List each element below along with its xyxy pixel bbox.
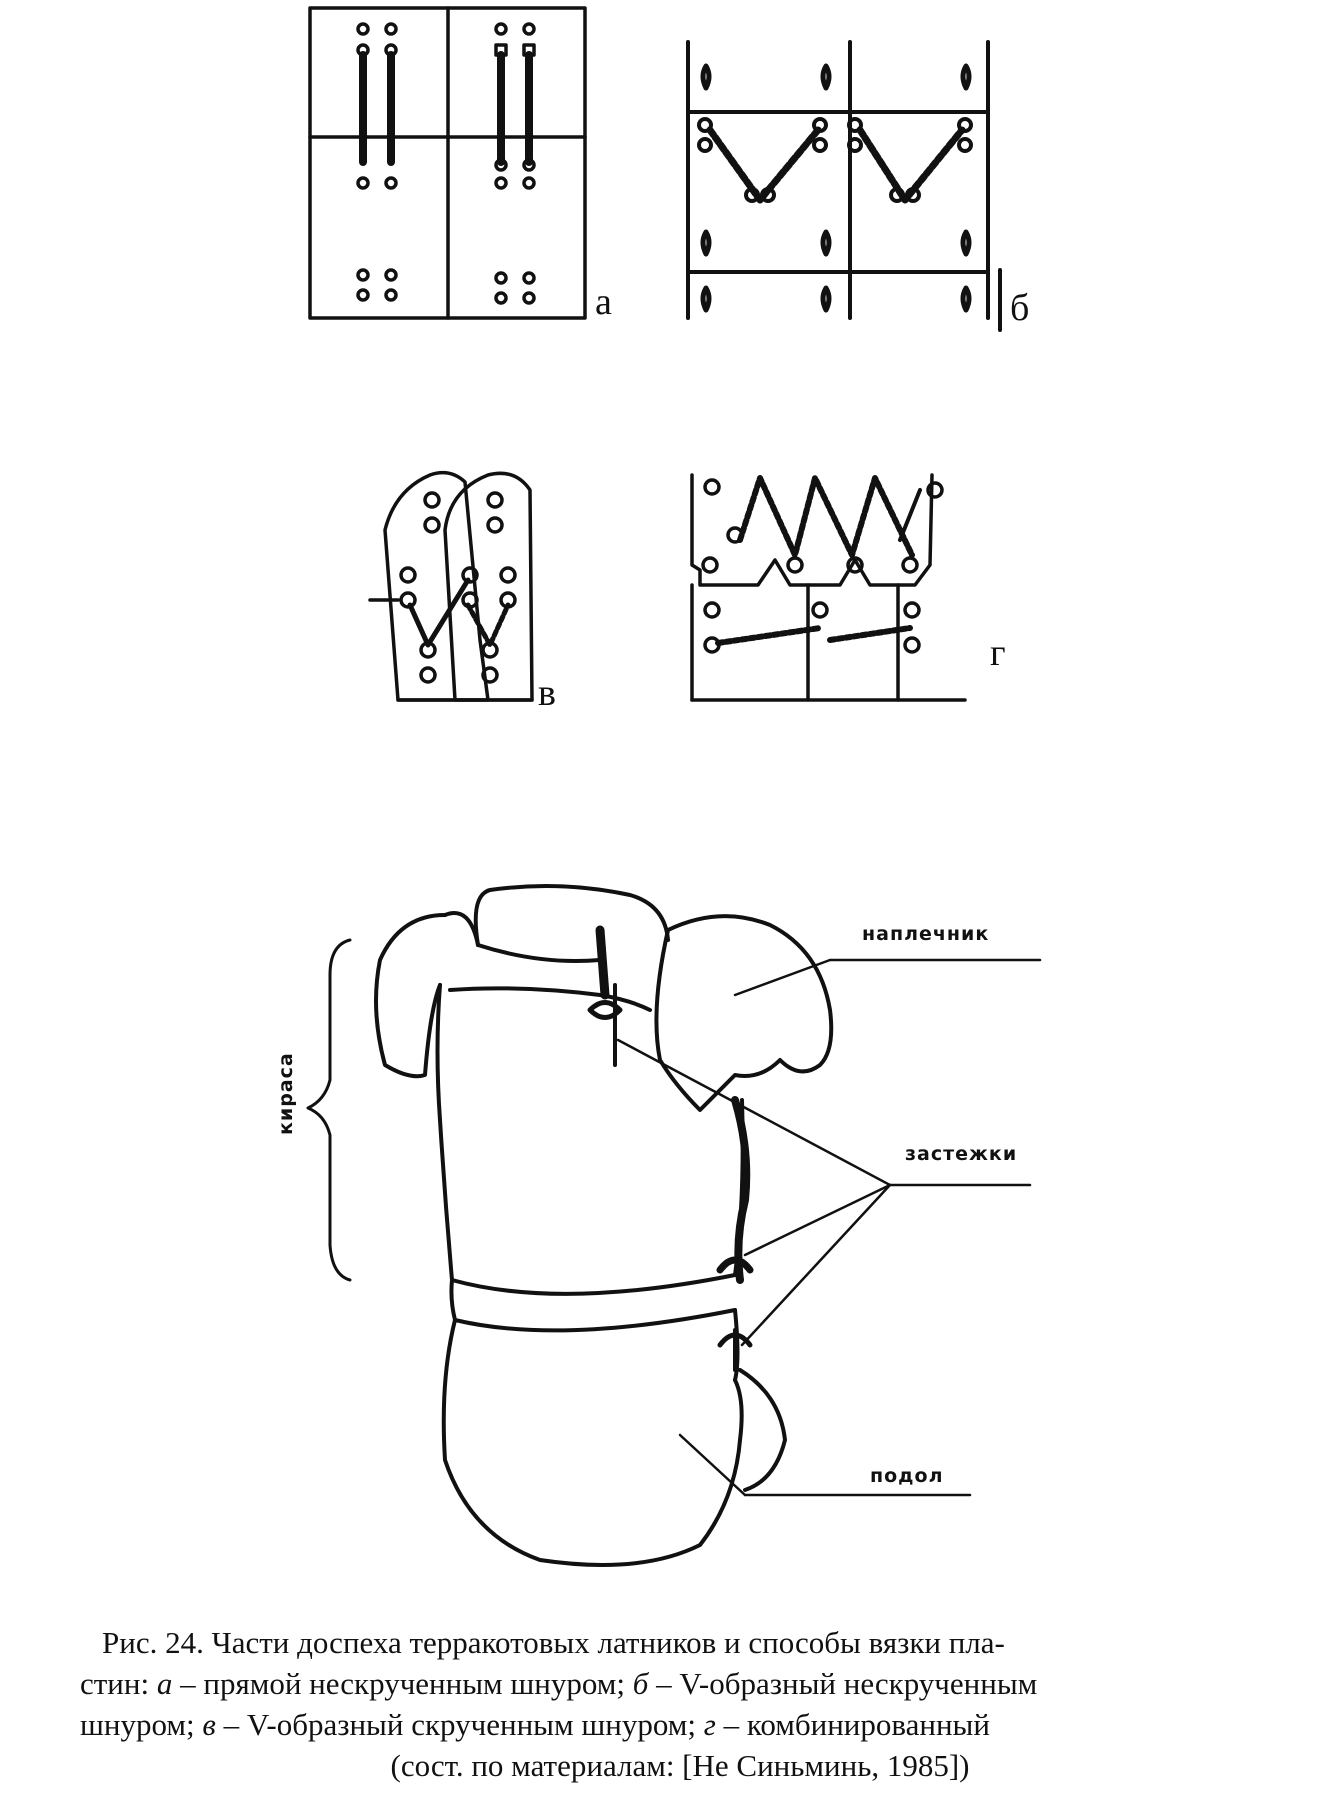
caption-text: – прямой нескрученным шнуром; [172,1666,633,1701]
label-cuirass: кираса [275,1052,297,1135]
caption-line-1: Рис. 24. Части доспеха терракотовых латн… [102,1625,1005,1660]
caption-text: стин: [80,1666,157,1701]
caption-letter: в [202,1707,216,1742]
caption-line-3: шнуром; в – V-образный скрученным шнуром… [80,1704,1280,1745]
panel-b-lacing-diagram [686,40,1002,332]
armor-drawing [306,884,1042,1567]
figure-caption: Рис. 24. Части доспеха терракотовых латн… [80,1622,1280,1786]
caption-letter: г [703,1707,716,1742]
panel-v-lacing-diagram [368,470,534,702]
caption-text: – V-образный скрученным шнуром; [215,1707,704,1742]
label-fasteners: застежки [905,1143,1017,1165]
caption-letter: б [632,1666,649,1701]
caption-text: шнуром; [80,1707,203,1742]
panel-a-lacing-diagram [308,6,587,320]
label-shoulder-guard: наплечник [862,923,989,945]
caption-text: – комбинированный [715,1707,990,1742]
panel-b-letter: б [1010,287,1029,329]
caption-text: – V-образный нескрученным [648,1666,1038,1701]
label-skirt: подол [870,1465,944,1487]
caption-line-2: стин: а – прямой нескрученным шнуром; б … [80,1663,1280,1704]
panel-g-lacing-diagram [690,473,967,702]
armor-figure: а [275,6,1042,1567]
caption-letter: а [156,1666,173,1701]
caption-line-4: (сост. по материалам: [Не Синьминь, 1985… [390,1748,970,1783]
panel-g-letter: г [990,632,1006,674]
panel-v-letter: в [538,672,556,714]
panel-a-letter: а [595,281,612,323]
